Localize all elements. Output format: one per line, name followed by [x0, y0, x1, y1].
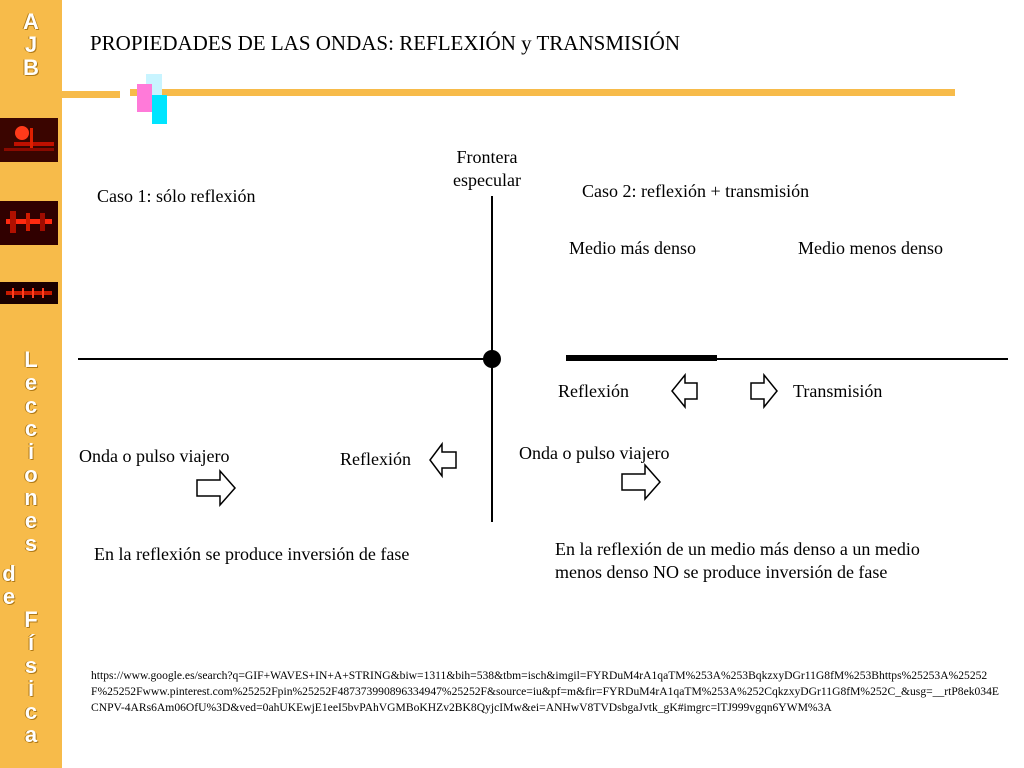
phase-note-case2-line1: En la reflexión de un medio más denso a … [555, 539, 920, 559]
thumbnail-image-2 [0, 201, 58, 245]
sidebar-ajb-letters: A J B [23, 9, 39, 80]
phase-inversion-note-case1: En la reflexión se produce inversión de … [94, 544, 410, 564]
case1-label: Caso 1: sólo reflexión [97, 186, 256, 206]
arrow-left-icon-case2 [671, 372, 698, 410]
less-dense-medium-label: Medio menos denso [798, 238, 943, 258]
deco-block-cyan [152, 95, 167, 124]
thumbnail-1-graphic [0, 118, 58, 162]
deco-block-pink [137, 84, 152, 112]
arrow-right-icon-case2 [621, 463, 662, 501]
reflection-label-case2: Reflexión [558, 381, 629, 401]
boundary-label-line1: Frontera [456, 147, 518, 167]
sidebar-fisica-letters: F í s i c a [24, 607, 38, 747]
arrow-left-icon-case1 [429, 441, 457, 479]
source-url[interactable]: https://www.google.es/search?q=GIF+WAVES… [91, 669, 999, 714]
thumbnail-image-1 [0, 118, 58, 162]
thumbnail-2-graphic [0, 201, 58, 245]
title-bar-left-segment [62, 91, 120, 98]
traveling-wave-label-case1: Onda o pulso viajero [79, 446, 230, 466]
traveling-wave-label-case2: Onda o pulso viajero [519, 443, 670, 463]
arrow-right-icon-transmission [750, 372, 778, 410]
title-bar-main [130, 89, 955, 96]
title-decoration [62, 74, 955, 124]
denser-medium-label: Medio más denso [569, 238, 696, 258]
boundary-fixed-point [483, 350, 501, 368]
slide-title: PROPIEDADES DE LAS ONDAS: REFLEXIÓN y TR… [90, 31, 680, 55]
case2-label: Caso 2: reflexión + transmisión [582, 181, 810, 201]
phase-note-case2: En la reflexión de un medio más denso a … [555, 538, 920, 584]
transmission-label: Transmisión [793, 381, 883, 401]
boundary-label: Frontera especular [442, 146, 532, 192]
thumbnail-3-graphic [0, 282, 58, 304]
reflection-label-case1: Reflexión [340, 449, 411, 469]
arrow-right-icon-case1 [196, 469, 237, 507]
phase-note-case2-line2: menos denso NO se produce inversión de f… [555, 562, 888, 582]
sidebar-lecciones-letters: L e c c i o n e s [24, 347, 38, 556]
sidebar-de-letters: d e [2, 561, 16, 609]
boundary-label-line2: especular [453, 170, 521, 190]
thumbnail-image-3 [0, 282, 58, 304]
